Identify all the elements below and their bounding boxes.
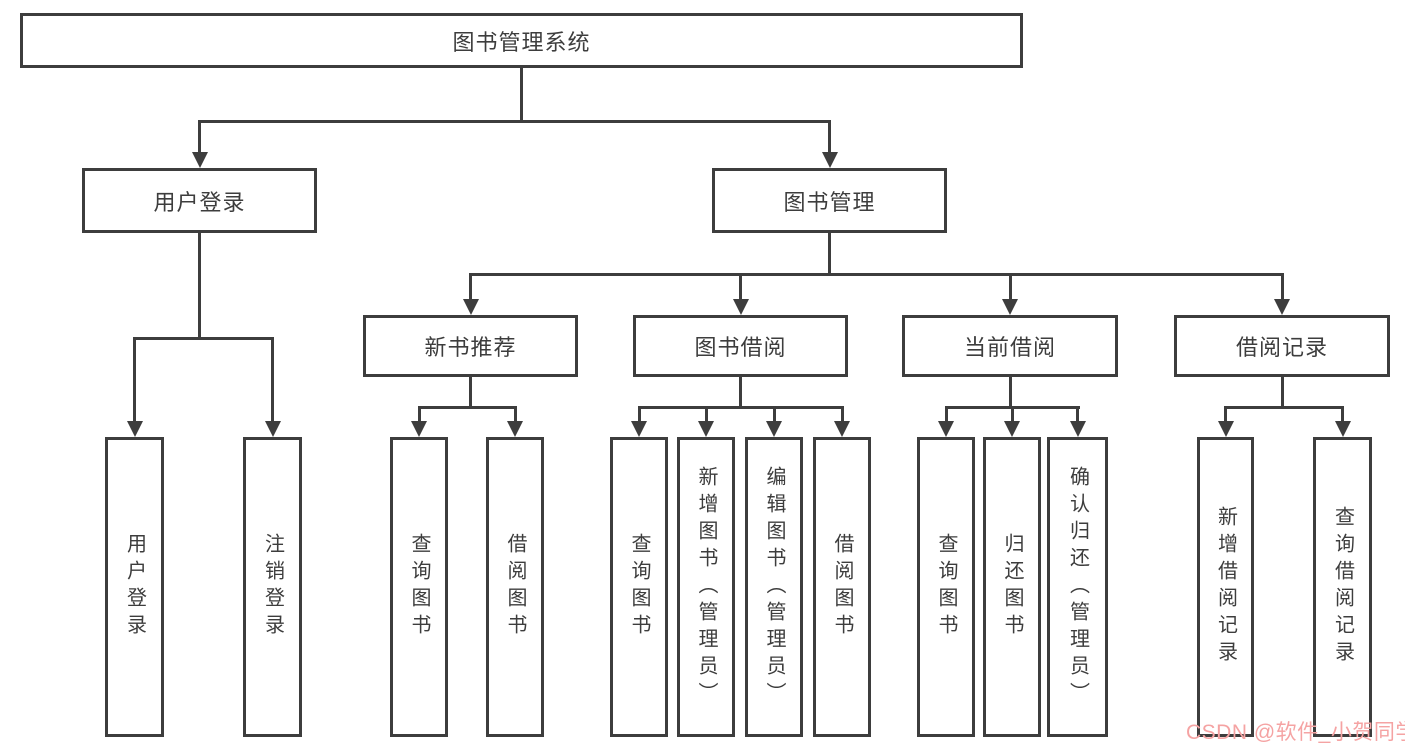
connector-borrowing-child1 xyxy=(637,406,641,423)
connector-login-child2 xyxy=(271,337,274,423)
connector-borrowing-stem xyxy=(739,377,742,408)
arrowhead-down-icon xyxy=(834,421,850,437)
node-book-borrowing: 图书借阅 xyxy=(633,315,848,377)
leaf-confirm-return-admin: 确认归还（管理员） xyxy=(1047,437,1108,737)
arrowhead-down-icon xyxy=(411,421,427,437)
node-book-management-label: 图书管理 xyxy=(783,189,876,215)
arrowhead-down-icon xyxy=(1334,421,1351,437)
node-library-system: 图书管理系统 xyxy=(20,13,1023,68)
arrowhead-down-icon xyxy=(631,421,647,437)
leaf-user-login-label: 用户登录 xyxy=(123,533,146,641)
watermark: CSDN @软件_小贺同学 xyxy=(1186,721,1405,744)
arrowhead-down-icon xyxy=(766,421,782,437)
connector-root-stem xyxy=(520,68,523,122)
connector-mgmt-split xyxy=(469,273,1283,276)
connector-records-child1 xyxy=(1224,406,1227,423)
leaf-edit-book-admin-label: 编辑图书（管理员） xyxy=(763,465,785,709)
node-book-borrowing-label: 图书借阅 xyxy=(694,335,787,360)
connector-login-child1 xyxy=(133,337,136,423)
connector-mgmt-child3 xyxy=(1008,273,1012,301)
leaf-return-book: 归还图书 xyxy=(983,437,1041,737)
arrowhead-down-icon xyxy=(1217,421,1234,437)
node-borrowing-records-label: 借阅记录 xyxy=(1235,335,1328,360)
arrowhead-down-icon xyxy=(821,152,838,168)
arrowhead-down-icon xyxy=(1004,421,1020,437)
connector-root-to-mgmt xyxy=(828,120,831,156)
connector-borrowing-child2 xyxy=(704,406,708,423)
arrowhead-down-icon xyxy=(1002,299,1018,315)
connector-mgmt-child1 xyxy=(469,273,472,301)
connector-recommend-split xyxy=(417,406,517,409)
connector-records-child2 xyxy=(1341,406,1344,423)
leaf-query-borrow-record: 查询借阅记录 xyxy=(1313,437,1372,737)
connector-current-child3 xyxy=(1076,406,1079,423)
leaf-borrow-books-recommend-label: 借阅图书 xyxy=(504,533,526,641)
leaf-logout-label: 注销登录 xyxy=(261,533,284,641)
connector-login-split xyxy=(133,337,274,340)
arrowhead-down-icon xyxy=(938,421,954,437)
node-borrowing-records: 借阅记录 xyxy=(1174,315,1390,377)
node-new-book-recommend: 新书推荐 xyxy=(363,315,578,377)
leaf-add-borrow-record-label: 新增借阅记录 xyxy=(1214,506,1237,668)
connector-recommend-child2 xyxy=(513,406,517,423)
leaf-return-book-label: 归还图书 xyxy=(1001,533,1023,641)
leaf-add-book-admin: 新增图书（管理员） xyxy=(677,437,735,737)
connector-records-stem xyxy=(1280,377,1284,408)
node-user-login: 用户登录 xyxy=(82,168,317,233)
connector-records-split xyxy=(1224,406,1344,409)
leaf-user-login: 用户登录 xyxy=(105,437,164,737)
connector-current-child1 xyxy=(944,406,948,423)
arrowhead-down-icon xyxy=(264,421,281,437)
leaf-borrow-books-borrowing-label: 借阅图书 xyxy=(831,533,853,641)
leaf-query-books-borrowing-label: 查询图书 xyxy=(628,533,650,641)
leaf-logout: 注销登录 xyxy=(243,437,302,737)
leaf-add-borrow-record: 新增借阅记录 xyxy=(1197,437,1254,737)
leaf-confirm-return-admin-label: 确认归还（管理员） xyxy=(1066,465,1089,709)
node-book-management: 图书管理 xyxy=(712,168,947,233)
leaf-query-borrow-record-label: 查询借阅记录 xyxy=(1331,506,1354,668)
arrowhead-down-icon xyxy=(698,421,714,437)
connector-current-stem xyxy=(1008,377,1012,408)
node-user-login-label: 用户登录 xyxy=(153,189,246,215)
arrowhead-down-icon xyxy=(1069,421,1086,437)
leaf-edit-book-admin: 编辑图书（管理员） xyxy=(745,437,803,737)
connector-recommend-child1 xyxy=(417,406,421,423)
connector-borrowing-child3 xyxy=(772,406,776,423)
connector-mgmt-child4 xyxy=(1280,273,1284,301)
node-current-borrowing-label: 当前借阅 xyxy=(963,335,1056,360)
connector-current-child2 xyxy=(1010,406,1014,423)
arrowhead-down-icon xyxy=(1274,299,1290,315)
leaf-borrow-books-recommend: 借阅图书 xyxy=(486,437,544,737)
arrowhead-down-icon xyxy=(462,299,479,315)
connector-recommend-stem xyxy=(469,377,472,408)
connector-mgmt-stem xyxy=(828,233,831,275)
leaf-query-books-current: 查询图书 xyxy=(917,437,975,737)
node-library-system-label: 图书管理系统 xyxy=(452,29,591,55)
leaf-query-books-recommend-label: 查询图书 xyxy=(408,533,430,641)
arrowhead-down-icon xyxy=(126,421,143,437)
arrowhead-down-icon xyxy=(732,299,749,315)
connector-borrowing-child4 xyxy=(840,406,844,423)
node-current-borrowing: 当前借阅 xyxy=(902,315,1118,377)
arrowhead-down-icon xyxy=(191,152,208,168)
leaf-add-book-admin-label: 新增图书（管理员） xyxy=(695,465,717,709)
connector-root-to-login xyxy=(198,120,201,156)
connector-root-split xyxy=(198,120,831,123)
leaf-borrow-books-borrowing: 借阅图书 xyxy=(813,437,871,737)
leaf-query-books-borrowing: 查询图书 xyxy=(610,437,668,737)
leaf-query-books-recommend: 查询图书 xyxy=(390,437,448,737)
node-new-book-recommend-label: 新书推荐 xyxy=(424,335,517,360)
arrowhead-down-icon xyxy=(507,421,523,437)
connector-mgmt-child2 xyxy=(739,273,742,301)
connector-borrowing-split xyxy=(637,406,844,409)
connector-login-stem xyxy=(198,233,201,339)
leaf-query-books-current-label: 查询图书 xyxy=(935,533,957,641)
